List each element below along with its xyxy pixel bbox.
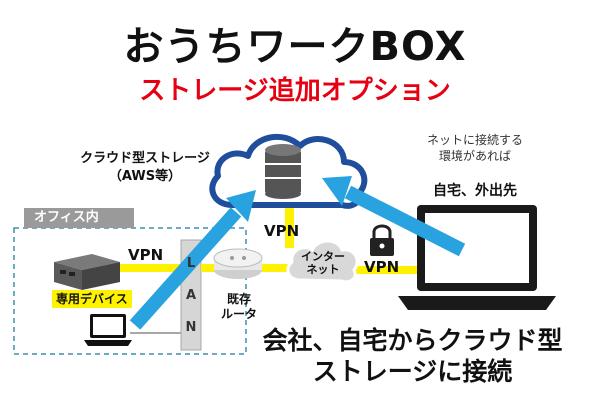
- cloud-storage-label-line2: （AWS等）: [108, 169, 182, 184]
- network-condition-note: ネットに接続する 環境があれば: [410, 132, 540, 164]
- router-label: 既存 ルータ: [214, 292, 264, 322]
- vpn-line-device: [114, 264, 181, 272]
- main-title: おうちワークBOX: [123, 24, 467, 70]
- router-label-line2: ルータ: [220, 307, 257, 321]
- vpn-line-router-internet: [258, 264, 298, 272]
- home-location-label: 自宅、外出先: [433, 183, 517, 199]
- monitor-laptop-icon: [398, 205, 556, 310]
- vpn-label-cloud: VPN: [264, 222, 300, 240]
- network-condition-line1: ネットに接続する: [426, 133, 523, 147]
- network-condition-line2: 環境があれば: [438, 149, 511, 163]
- server-device-icon: [54, 254, 120, 290]
- bottom-message-line1: 会社、自宅からクラウド型: [262, 326, 563, 355]
- internet-label-line2: ネット: [306, 263, 340, 276]
- cloud-storage-label: クラウド型ストレージ （AWS等）: [40, 150, 250, 186]
- lock-icon: [370, 224, 394, 256]
- internet-label-line1: インター: [301, 250, 345, 263]
- internet-cloud-shape: [286, 239, 359, 284]
- vpn-line-cloud-internet: [285, 200, 294, 248]
- laptop-icon: [84, 314, 132, 346]
- arrow-home-to-cloud: [322, 176, 466, 257]
- lan-letter-n: N: [185, 320, 197, 335]
- bottom-message: 会社、自宅からクラウド型 ストレージに接続: [235, 325, 590, 387]
- cloud-storage-label-line1: クラウド型ストレージ: [80, 151, 210, 166]
- router-label-line1: 既存: [226, 292, 251, 306]
- router-icon: [213, 248, 263, 279]
- device-label: 専用デバイス: [52, 290, 132, 308]
- vpn-line-internet-home: [345, 266, 435, 274]
- arrow-office-to-cloud: [129, 190, 256, 330]
- bottom-message-line2: ストレージに接続: [312, 357, 513, 386]
- internet-label: インター ネット: [298, 250, 348, 276]
- vpn-label-office: VPN: [128, 246, 164, 264]
- database-icon: [265, 144, 301, 199]
- lan-letter-l: L: [186, 256, 196, 271]
- vpn-line-lan-router: [201, 264, 221, 272]
- office-tag: オフィス内: [24, 208, 134, 228]
- lan-letter-a: A: [185, 288, 197, 303]
- office-boundary: [13, 227, 247, 355]
- subtitle: ストレージ追加オプション: [139, 76, 451, 106]
- vpn-label-home: VPN: [364, 258, 400, 276]
